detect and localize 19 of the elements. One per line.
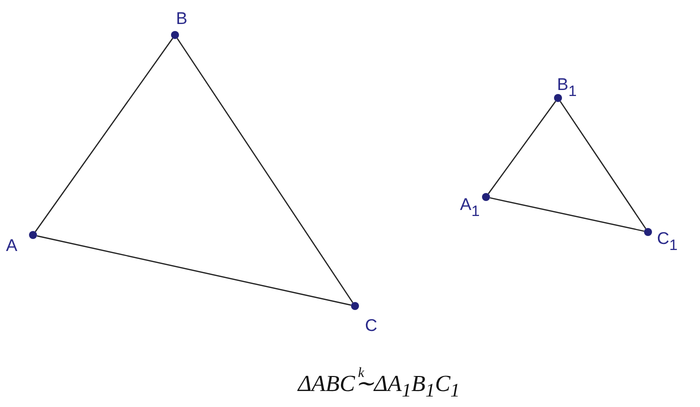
point-dot: [171, 31, 179, 39]
point-dot: [644, 228, 652, 236]
point-label: C: [365, 317, 378, 334]
point-label: C$_{1}$: [657, 230, 678, 253]
point-label: B$_{1}$: [557, 76, 577, 99]
triangle-side: [34, 38, 174, 232]
triangle-side: [176, 38, 354, 303]
triangle-side: [490, 197, 644, 232]
point-dot: [351, 302, 359, 310]
point-dot: [554, 94, 562, 102]
point-dot: [482, 193, 490, 201]
triangle-side: [560, 100, 646, 230]
point-label: A: [6, 237, 18, 254]
point-dot: [29, 231, 37, 239]
similarity-formula: ΔABC$^{k}$∼ΔA$_{1}$B$_{1}$C$_{1}$: [298, 366, 460, 403]
point-label: B: [176, 10, 188, 27]
triangle-side: [488, 100, 556, 194]
triangle-side: [36, 235, 352, 306]
point-label: A$_{1}$: [460, 196, 480, 219]
